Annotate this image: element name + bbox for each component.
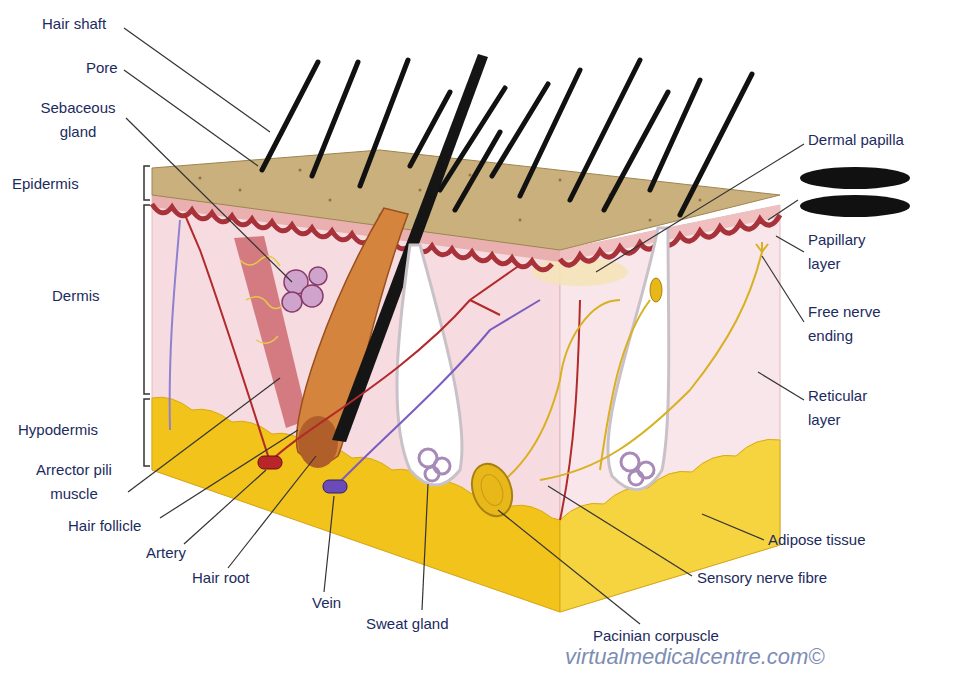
sweat-coil xyxy=(419,449,450,481)
vein-branch xyxy=(170,220,180,430)
part-label: Sebaceous gland xyxy=(36,96,120,144)
part-label: Papillary layer xyxy=(808,228,884,276)
artery-branch xyxy=(185,215,270,462)
part-label: Pore xyxy=(86,56,118,80)
arrector-pili xyxy=(234,236,308,428)
part-label: Hair follicle xyxy=(68,514,141,538)
watermark: virtualmedicalcentre.com© xyxy=(565,644,825,670)
touch-corpuscle xyxy=(650,278,662,302)
artery-branch xyxy=(270,265,520,462)
sebaceous-gland xyxy=(282,267,327,312)
sensory-nerve xyxy=(600,300,650,470)
part-label: Free nerve ending xyxy=(808,300,900,348)
corpuscle-layers xyxy=(477,472,507,509)
part-label: Hair shaft xyxy=(42,12,106,36)
vein xyxy=(323,480,347,493)
sensory-nerve xyxy=(540,252,762,480)
redaction-mark xyxy=(800,195,910,217)
pacinian-corpuscle xyxy=(465,458,519,522)
part-label: Sweat gland xyxy=(366,612,449,636)
dermal-papilla xyxy=(532,258,628,286)
adipose-front xyxy=(152,397,560,612)
part-label: Hair root xyxy=(192,566,250,590)
leader-lines xyxy=(124,28,804,624)
part-label: Epidermis xyxy=(12,172,79,196)
part-label: Dermal papilla xyxy=(808,128,904,152)
redaction-mark xyxy=(800,167,910,189)
sweat-coil xyxy=(621,453,654,485)
part-label: Reticular layer xyxy=(808,384,884,432)
part-label: Adipose tissue xyxy=(768,528,866,552)
layer-brackets xyxy=(144,166,150,466)
part-label: Sensory nerve fibre xyxy=(697,566,827,590)
free-nerve-ending xyxy=(756,242,768,252)
sweat-gland xyxy=(397,245,462,485)
part-label: Hypodermis xyxy=(18,418,98,442)
hair-shafts xyxy=(262,60,752,215)
vein-branch xyxy=(335,300,540,487)
part-label: Vein xyxy=(312,591,341,615)
part-label: Artery xyxy=(146,541,186,565)
artery-branch xyxy=(560,300,580,520)
part-label: Dermis xyxy=(52,284,100,308)
part-label: Arrector pili muscle xyxy=(22,458,126,506)
artery xyxy=(258,456,282,469)
